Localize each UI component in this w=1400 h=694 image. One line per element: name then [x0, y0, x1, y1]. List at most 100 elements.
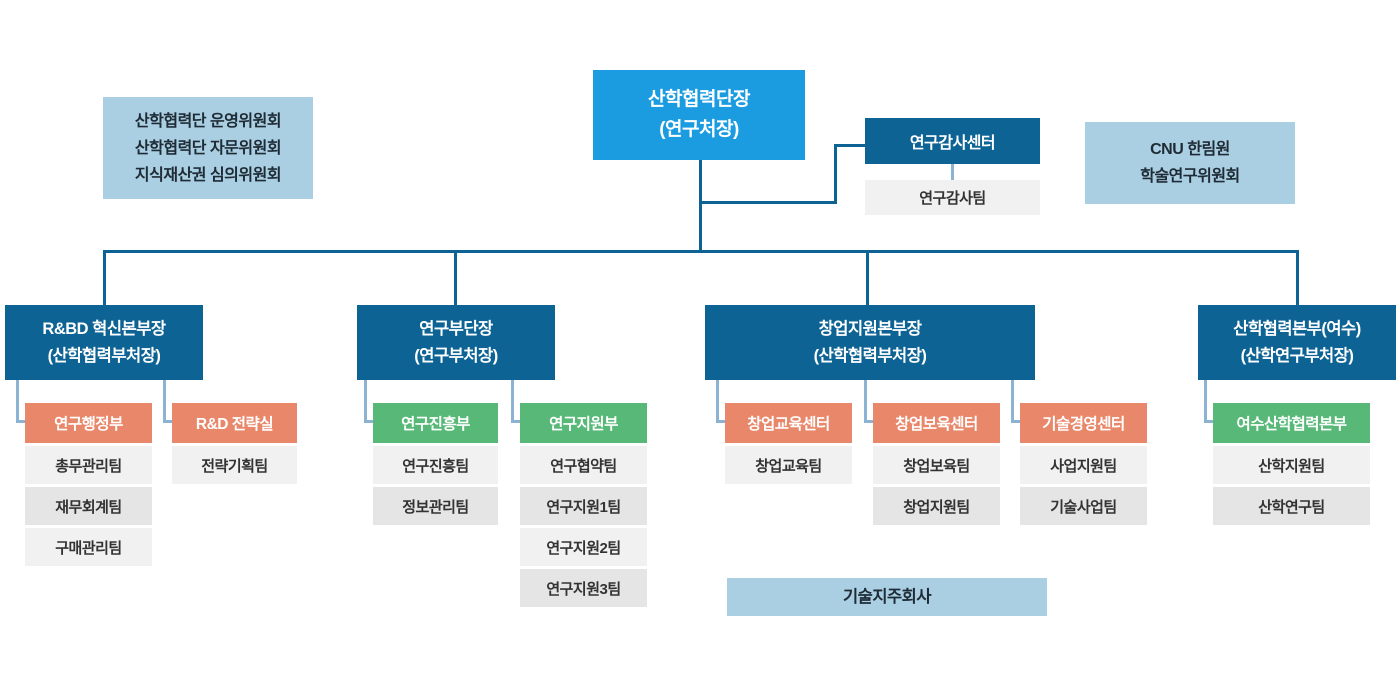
connector-audit-stub — [834, 144, 865, 147]
cnu-line1: CNU 한림원 — [1150, 141, 1230, 158]
connector-dept-elbow — [1011, 380, 1014, 423]
division-node-startup: 창업지원본부장 (산학협력부처장) — [705, 305, 1035, 380]
dept-label: 연구지원부 — [549, 416, 618, 433]
dept-label: 연구진흥부 — [401, 416, 470, 433]
dept-node: 기술경영센터 — [1020, 403, 1147, 443]
team-node: 재무회계팀 — [25, 487, 152, 525]
team-node: 사업지원팀 — [1020, 446, 1147, 484]
team-node: 산학연구팀 — [1213, 487, 1370, 525]
connector-dept-elbow — [364, 420, 373, 423]
dept-label: 연구행정부 — [54, 416, 123, 433]
holding-company-box: 기술지주회사 — [727, 578, 1047, 616]
connector-dept-elbow — [1204, 380, 1207, 423]
connector-dept-elbow — [864, 380, 867, 423]
connector-dept-elbow — [163, 380, 166, 423]
connector-audit-vertical — [834, 144, 837, 204]
committees-box: 산학협력단 운영위원회 산학협력단 자문위원회 지식재산권 심의위원회 — [103, 97, 313, 199]
team-node: 구매관리팀 — [25, 528, 152, 566]
dept-node: 연구행정부 — [25, 403, 152, 443]
connector-dept-elbow — [16, 380, 19, 423]
team-label: 전략기획팀 — [201, 457, 268, 475]
connector-root-vertical — [699, 160, 702, 253]
dept-node: R&D 전략실 — [172, 403, 297, 443]
team-node: 정보관리팀 — [373, 487, 498, 525]
division-line1: R&BD 혁신본부장 — [42, 319, 166, 338]
team-node: 총무관리팀 — [25, 446, 152, 484]
team-label: 창업교육팀 — [755, 457, 822, 475]
root-node: 산학협력단장 (연구처장) — [593, 70, 805, 160]
division-line1: 산학협력본부(여수) — [1233, 319, 1361, 338]
connector-dept-elbow — [511, 380, 514, 423]
team-node: 연구진흥팀 — [373, 446, 498, 484]
connector-audit-horizontal — [699, 201, 837, 204]
cnu-line2: 학술연구위원회 — [1140, 168, 1240, 185]
dept-node: 창업교육센터 — [725, 403, 852, 443]
team-label: 연구지원3팀 — [546, 580, 621, 598]
team-label: 산학연구팀 — [1258, 498, 1325, 516]
team-label: 구매관리팀 — [55, 539, 122, 557]
audit-center-label: 연구감사센터 — [909, 135, 996, 152]
dept-label: R&D 전략실 — [195, 416, 274, 433]
team-node: 연구지원1팀 — [520, 487, 647, 525]
connector-drop-4 — [1296, 250, 1299, 305]
root-title-line2: (연구처장) — [659, 119, 739, 140]
committee-line: 산학협력단 운영위원회 — [134, 112, 282, 130]
team-label: 총무관리팀 — [55, 457, 122, 475]
division-line2: (산학연구부처장) — [1240, 346, 1354, 365]
root-title-line1: 산학협력단장 — [648, 89, 750, 110]
connector-dept-elbow — [1011, 420, 1020, 423]
dept-node: 연구진흥부 — [373, 403, 498, 443]
connector-main-horizontal — [103, 250, 1299, 253]
division-line2: (산학협력부처장) — [47, 346, 161, 365]
team-node: 기술사업팀 — [1020, 487, 1147, 525]
division-line2: (연구부처장) — [414, 346, 498, 365]
team-node: 창업보육팀 — [873, 446, 1000, 484]
team-label: 산학지원팀 — [1258, 457, 1325, 475]
cnu-committee-box: CNU 한림원 학술연구위원회 — [1085, 122, 1295, 204]
dept-node: 창업보육센터 — [873, 403, 1000, 443]
dept-label: 창업교육센터 — [747, 416, 830, 433]
division-node-yeosu: 산학협력본부(여수) (산학연구부처장) — [1198, 305, 1396, 380]
connector-dept-elbow — [16, 420, 25, 423]
team-label: 연구감사팀 — [919, 190, 986, 207]
connector-dept-elbow — [511, 420, 520, 423]
team-node: 창업지원팀 — [873, 487, 1000, 525]
connector-dept-elbow — [1204, 420, 1213, 423]
team-node: 산학지원팀 — [1213, 446, 1370, 484]
connector-drop-1 — [103, 250, 106, 305]
connector-drop-3 — [866, 250, 869, 305]
connector-audit-team — [951, 164, 954, 180]
connector-dept-elbow — [364, 380, 367, 423]
team-node: 연구지원2팀 — [520, 528, 647, 566]
division-node-rbd: R&BD 혁신본부장 (산학협력부처장) — [5, 305, 203, 380]
connector-drop-2 — [454, 250, 457, 305]
dept-node: 연구지원부 — [520, 403, 647, 443]
committee-line: 산학협력단 자문위원회 — [134, 139, 282, 157]
team-label: 창업지원팀 — [903, 498, 970, 516]
connector-dept-elbow — [716, 420, 725, 423]
team-node: 연구협약팀 — [520, 446, 647, 484]
committee-line: 지식재산권 심의위원회 — [134, 166, 282, 184]
dept-label: 기술경영센터 — [1042, 416, 1125, 433]
connector-dept-elbow — [864, 420, 873, 423]
team-node: 전략기획팀 — [172, 446, 297, 484]
dept-node: 여수산학협력본부 — [1213, 403, 1370, 443]
division-line2: (산학협력부처장) — [813, 346, 927, 365]
team-node: 연구감사팀 — [865, 180, 1040, 215]
team-label: 재무회계팀 — [55, 498, 122, 516]
division-node-research: 연구부단장 (연구부처장) — [357, 305, 555, 380]
connector-dept-elbow — [163, 420, 172, 423]
dept-label: 창업보육센터 — [895, 416, 978, 433]
team-label: 연구지원2팀 — [546, 539, 621, 557]
team-node: 연구지원3팀 — [520, 569, 647, 607]
division-line1: 창업지원본부장 — [818, 319, 922, 338]
team-label: 연구지원1팀 — [546, 498, 621, 516]
connector-dept-elbow — [716, 380, 719, 423]
team-label: 창업보육팀 — [903, 457, 970, 475]
audit-center-node: 연구감사센터 — [865, 118, 1040, 164]
team-label: 사업지원팀 — [1050, 457, 1117, 475]
holding-company-label: 기술지주회사 — [842, 587, 932, 606]
division-line1: 연구부단장 — [419, 319, 493, 338]
team-label: 기술사업팀 — [1050, 498, 1117, 516]
